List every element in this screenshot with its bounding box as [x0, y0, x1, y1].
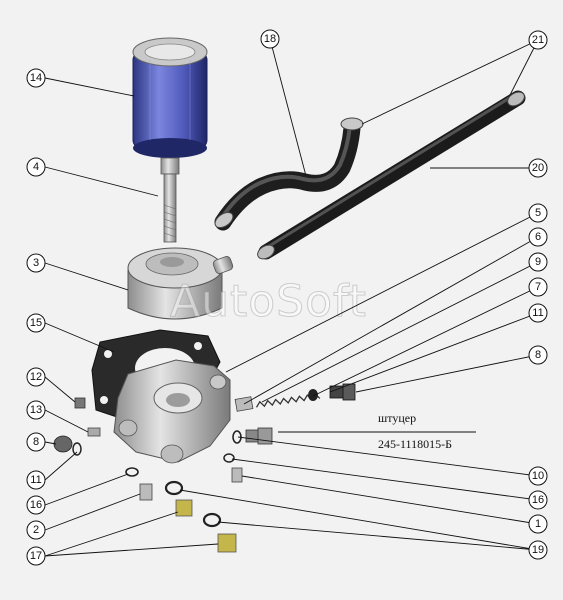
callout-11-right: 11: [528, 303, 548, 323]
svg-text:1: 1: [535, 518, 541, 530]
callout-8-left: 8: [26, 432, 46, 452]
callout-21: 21: [528, 30, 548, 50]
callout-6: 6: [528, 227, 548, 247]
callout-20: 20: [528, 158, 548, 178]
svg-text:17: 17: [30, 550, 42, 562]
callout-15: 15: [26, 313, 46, 333]
callout-14: 14: [26, 68, 46, 88]
small-parts-right: [223, 383, 356, 483]
callout-16-left: 16: [26, 495, 46, 515]
oil-cooler: [127, 247, 234, 320]
callout-7: 7: [528, 277, 548, 297]
svg-text:9: 9: [535, 256, 541, 268]
svg-text:10: 10: [532, 470, 544, 482]
svg-text:6: 6: [535, 231, 541, 243]
svg-text:20: 20: [532, 162, 544, 174]
watermark: AutoSoft: [170, 276, 367, 327]
leader-lines: [44, 38, 539, 557]
svg-text:21: 21: [532, 34, 544, 46]
callout-13: 13: [26, 400, 46, 420]
callout-8-right: 8: [528, 345, 548, 365]
fitting-note-title: штуцер: [378, 411, 416, 425]
svg-text:11: 11: [532, 307, 543, 319]
oil-filter: [132, 37, 208, 158]
svg-text:8: 8: [535, 349, 541, 361]
fitting-note-part-number: 245-1118015-Б: [378, 437, 452, 451]
svg-text:16: 16: [30, 499, 42, 511]
callout-5: 5: [528, 203, 548, 223]
svg-text:12: 12: [30, 371, 42, 383]
svg-text:5: 5: [535, 207, 541, 219]
svg-text:15: 15: [30, 317, 42, 329]
svg-text:13: 13: [30, 404, 42, 416]
svg-text:7: 7: [535, 281, 541, 293]
callout-10: 10: [528, 466, 548, 486]
callout-16-right: 16: [528, 490, 548, 510]
svg-text:8: 8: [33, 436, 39, 448]
svg-text:16: 16: [532, 494, 544, 506]
callout-2: 2: [26, 520, 46, 540]
callout-1: 1: [528, 514, 548, 534]
straight-tube: [257, 90, 526, 260]
callout-4: 4: [26, 157, 46, 177]
callout-11-left: 11: [26, 470, 46, 490]
svg-text:18: 18: [264, 33, 276, 45]
callout-18: 18: [260, 29, 280, 49]
callout-19: 19: [528, 540, 548, 560]
svg-text:3: 3: [33, 257, 39, 269]
svg-text:4: 4: [33, 161, 39, 173]
svg-text:11: 11: [30, 474, 41, 486]
curved-hose: [214, 117, 364, 231]
hollow-bolt: [160, 157, 180, 243]
filter-housing: [113, 359, 231, 464]
small-parts-bottom: [125, 467, 237, 553]
callout-12: 12: [26, 367, 46, 387]
callout-3: 3: [26, 253, 46, 273]
callout-17: 17: [26, 546, 46, 566]
callout-9: 9: [528, 252, 548, 272]
svg-text:14: 14: [30, 72, 42, 84]
svg-text:2: 2: [33, 524, 39, 536]
svg-text:19: 19: [532, 544, 544, 556]
